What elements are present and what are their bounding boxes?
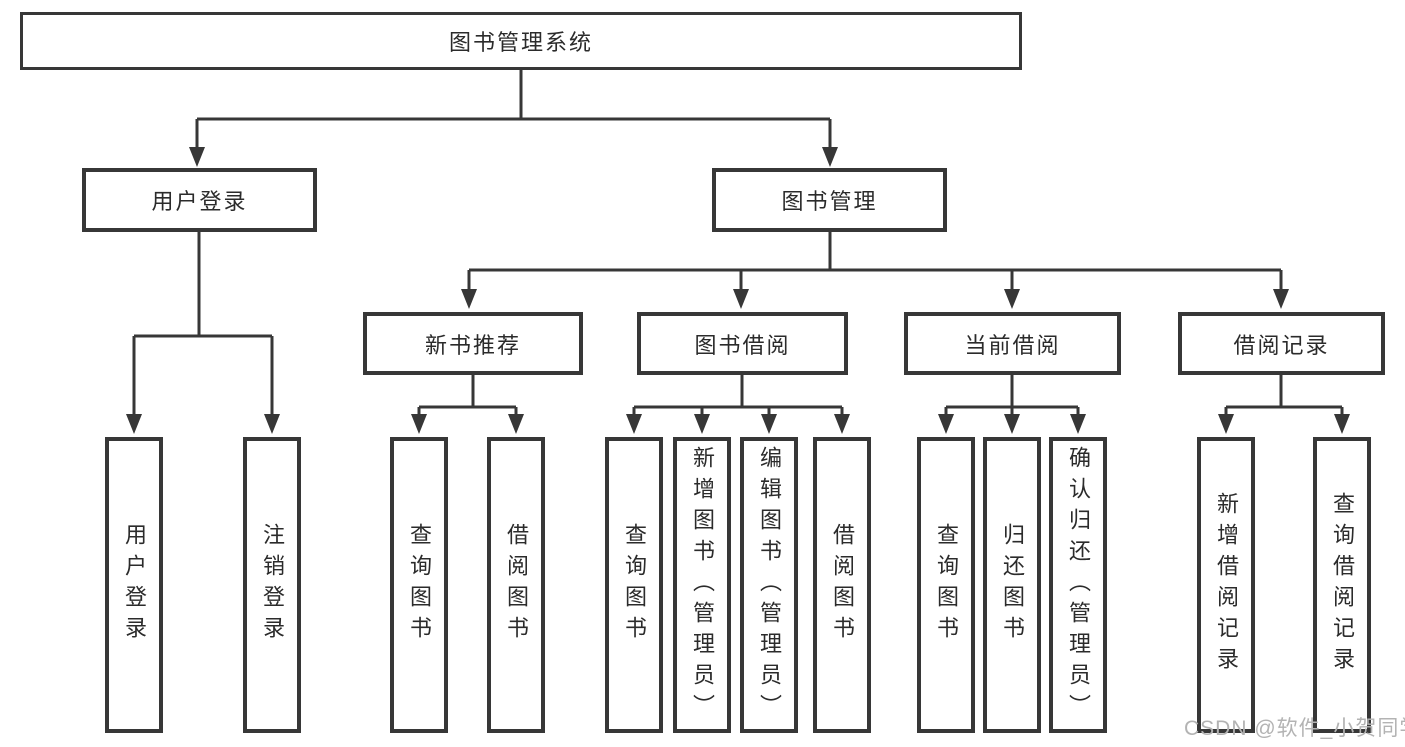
node-label: 图书管理 bbox=[781, 189, 878, 214]
node-label: 借阅图书 bbox=[830, 523, 855, 647]
leaf-query-books-current: 查询图书 bbox=[917, 437, 975, 733]
node-label: 新增图书（管理员） bbox=[690, 445, 715, 725]
leaf-logout: 注销登录 bbox=[243, 437, 301, 733]
leaf-confirm-return-admin: 确认归还（管理员） bbox=[1049, 437, 1107, 733]
node-label: 确认归还（管理员） bbox=[1066, 445, 1091, 725]
node-label: 新增借阅记录 bbox=[1214, 492, 1239, 678]
leaf-user-login: 用户登录 bbox=[105, 437, 163, 733]
leaf-query-books-borrow: 查询图书 bbox=[605, 437, 663, 733]
node-user-login: 用户登录 bbox=[82, 168, 317, 232]
node-label: 用户登录 bbox=[122, 523, 147, 647]
node-label: 归还图书 bbox=[1000, 523, 1025, 647]
node-label: 新书推荐 bbox=[424, 332, 521, 358]
leaf-query-borrow-record: 查询借阅记录 bbox=[1313, 437, 1371, 733]
leaf-add-books-admin: 新增图书（管理员） bbox=[673, 437, 731, 733]
leaf-edit-books-admin: 编辑图书（管理员） bbox=[740, 437, 798, 733]
node-library-management-system: 图书管理系统 bbox=[20, 12, 1022, 70]
node-current-borrowing: 当前借阅 bbox=[904, 312, 1121, 375]
leaf-query-books-recommend: 查询图书 bbox=[390, 437, 448, 733]
csdn-watermark: CSDN @软件_小贺同学 bbox=[1184, 717, 1405, 740]
node-label: 图书管理系统 bbox=[448, 30, 593, 55]
node-label: 查询图书 bbox=[407, 523, 432, 647]
node-label: 注销登录 bbox=[260, 523, 285, 647]
node-label: 借阅图书 bbox=[504, 523, 529, 647]
node-label: 图书借阅 bbox=[694, 332, 791, 358]
node-label: 查询图书 bbox=[622, 523, 647, 647]
node-label: 查询借阅记录 bbox=[1330, 492, 1355, 678]
node-new-book-recommend: 新书推荐 bbox=[363, 312, 583, 375]
node-label: 查询图书 bbox=[934, 523, 959, 647]
leaf-add-borrow-record: 新增借阅记录 bbox=[1197, 437, 1255, 733]
leaf-return-books: 归还图书 bbox=[983, 437, 1041, 733]
node-label: 借阅记录 bbox=[1233, 332, 1330, 358]
leaf-borrow-books: 借阅图书 bbox=[813, 437, 871, 733]
node-label: 编辑图书（管理员） bbox=[757, 445, 782, 725]
node-book-borrowing: 图书借阅 bbox=[637, 312, 848, 375]
node-label: 用户登录 bbox=[151, 189, 248, 214]
node-book-management: 图书管理 bbox=[712, 168, 947, 232]
node-label: 当前借阅 bbox=[964, 332, 1061, 358]
leaf-borrow-books-recommend: 借阅图书 bbox=[487, 437, 545, 733]
node-borrowing-records: 借阅记录 bbox=[1178, 312, 1385, 375]
